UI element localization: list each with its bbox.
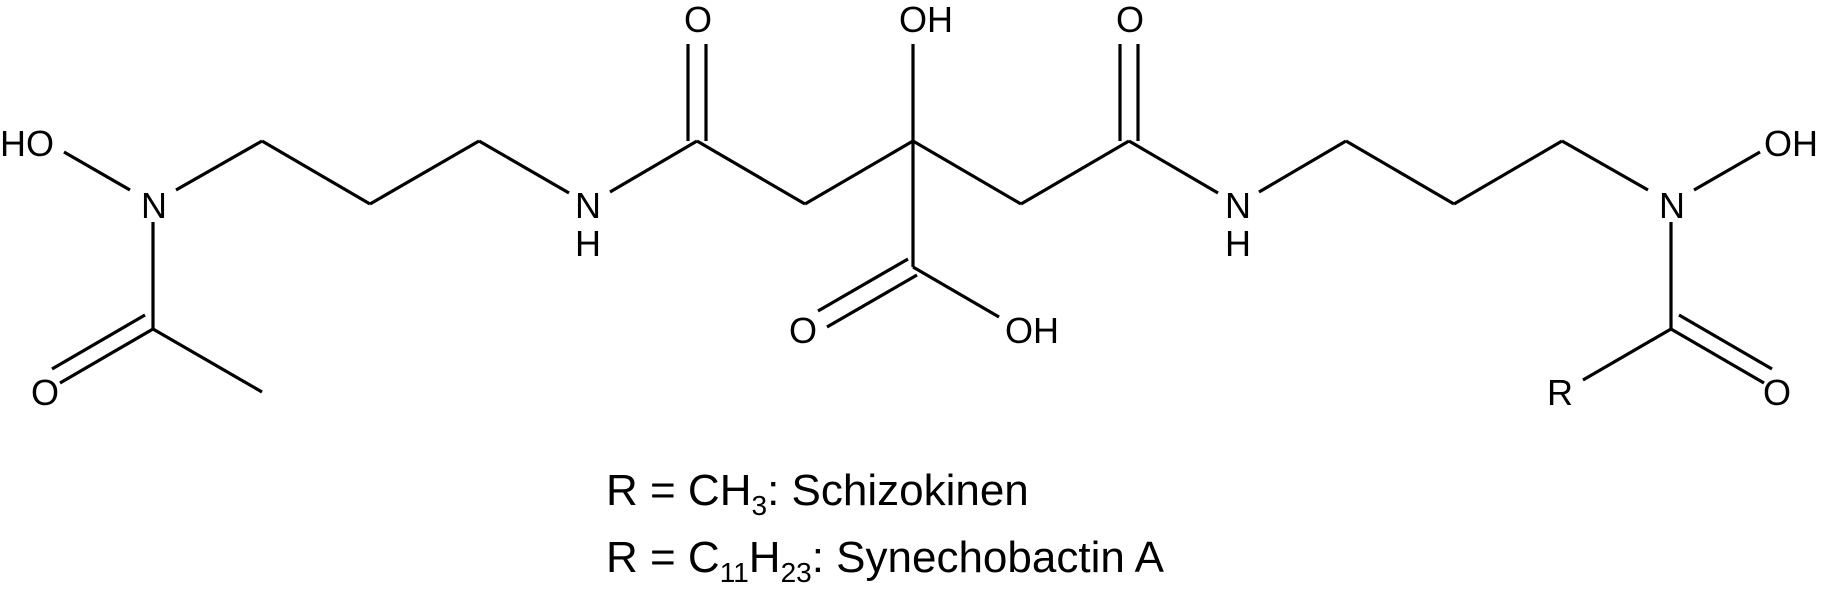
legend-line2-prefix: R = C xyxy=(606,533,720,582)
atom-label-amide2-h: H xyxy=(1225,223,1251,264)
atom-label-right-n: N xyxy=(1659,185,1685,226)
legend-line2-sub1: 11 xyxy=(720,557,749,588)
atom-label-left-o: O xyxy=(31,372,59,413)
legend-line-synechobactin: R = C11H23: Synechobactin A xyxy=(606,533,1165,588)
atom-label-amide1-n: N xyxy=(575,185,601,226)
atom-label-right-r: R xyxy=(1547,372,1573,413)
atom-label-right-oh: OH xyxy=(1764,123,1818,164)
bond-lines xyxy=(51,44,1773,394)
atom-label-amide2-n: N xyxy=(1225,185,1251,226)
atom-label-acid-oh: OH xyxy=(1005,310,1059,351)
atom-label-center-oh: OH xyxy=(899,0,953,40)
legend: R = CH3: Schizokinen R = C11H23: Synecho… xyxy=(606,466,1165,588)
legend-line1-prefix: R = CH xyxy=(606,466,751,515)
legend-line2-suffix: : Synechobactin A xyxy=(812,533,1165,582)
atom-label-left-n: N xyxy=(141,185,167,226)
legend-line2-sub2: 23 xyxy=(781,557,812,588)
atom-label-amide1-o: O xyxy=(684,0,712,40)
atom-label-left-ho: HO xyxy=(0,123,54,164)
atom-label-amide2-o: O xyxy=(1116,0,1144,40)
legend-line2-mid: H xyxy=(749,533,781,582)
atom-label-amide1-h: H xyxy=(575,223,601,264)
legend-line-schizokinen: R = CH3: Schizokinen xyxy=(606,466,1029,521)
atom-label-acid-o: O xyxy=(789,310,817,351)
legend-line1-suffix: : Schizokinen xyxy=(767,466,1029,515)
atom-labels: HO N O N H O OH O OH O N H N OH R O xyxy=(0,0,1818,413)
legend-line1-sub: 3 xyxy=(751,490,767,521)
atom-label-right-o: O xyxy=(1763,372,1791,413)
